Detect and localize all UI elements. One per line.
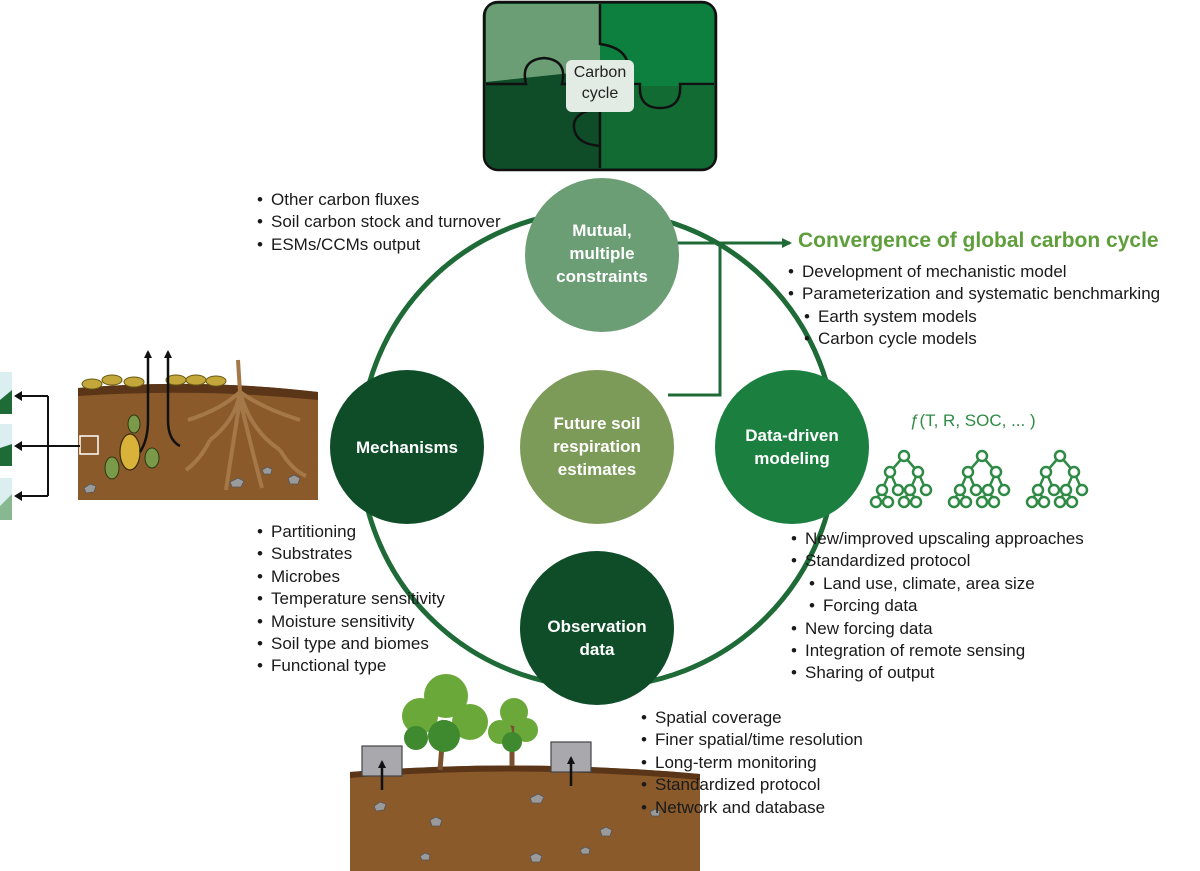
list-item: Finer spatial/time resolution <box>641 729 863 752</box>
connector-line <box>668 241 722 397</box>
list-item: Substrates <box>257 543 445 566</box>
convergence-list: Development of mechanistic model Paramet… <box>788 261 1160 351</box>
node-future <box>520 370 674 524</box>
list-item: Soil type and biomes <box>257 633 445 656</box>
list-item: Moisture sensitivity <box>257 611 445 634</box>
list-item: Earth system models <box>804 306 1160 329</box>
node-mechanisms-label: Mechanisms <box>355 438 459 457</box>
node-observation-label: Observation data <box>547 617 647 659</box>
modeling-list: New/improved upscaling approaches Standa… <box>791 528 1084 685</box>
list-item: Carbon cycle models <box>804 328 1160 351</box>
node-modeling <box>715 370 869 524</box>
node-constraints-label: Mutual, multiple constraints <box>556 221 648 286</box>
list-item: Parameterization and systematic benchmar… <box>788 283 1160 306</box>
model-formula: ƒ(T, R, SOC, ... ) <box>910 411 1036 430</box>
list-item: Standardized protocol <box>641 774 863 797</box>
node-constraints <box>525 178 679 332</box>
list-item: Soil carbon stock and turnover <box>257 211 501 234</box>
list-item: Spatial coverage <box>641 707 863 730</box>
list-item: Land use, climate, area size <box>809 573 1084 596</box>
list-item: Sharing of output <box>791 662 1084 685</box>
puzzle-label: Carbon cycle <box>566 60 634 112</box>
list-item: Other carbon fluxes <box>257 189 501 212</box>
node-observation <box>520 551 674 705</box>
soil-root-illustration <box>0 350 318 520</box>
list-item: Long-term monitoring <box>641 752 863 775</box>
forest-soil-illustration <box>350 674 700 871</box>
list-item: New forcing data <box>791 618 1084 641</box>
node-mechanisms <box>330 370 484 524</box>
mechanisms-list: Partitioning Substrates Microbes Tempera… <box>257 521 445 678</box>
convergence-title: Convergence of global carbon cycle <box>798 229 1159 252</box>
node-future-label: Future soil respiration estimates <box>553 414 641 479</box>
node-modeling-label: Data-driven modeling <box>745 426 839 468</box>
list-item: ESMs/CCMs output <box>257 234 501 257</box>
list-item: Partitioning <box>257 521 445 544</box>
decision-trees-icon <box>869 449 1089 509</box>
list-item: Functional type <box>257 655 445 678</box>
observation-list: Spatial coverage Finer spatial/time reso… <box>641 707 863 819</box>
list-item: Microbes <box>257 566 445 589</box>
list-item: Network and database <box>641 797 863 820</box>
constraints-list: Other carbon fluxes Soil carbon stock an… <box>257 189 501 257</box>
list-item: New/improved upscaling approaches <box>791 528 1084 551</box>
list-item: Integration of remote sensing <box>791 640 1084 663</box>
list-item: Standardized protocol <box>791 550 1084 573</box>
list-item: Temperature sensitivity <box>257 588 445 611</box>
list-item: Forcing data <box>809 595 1084 618</box>
list-item: Development of mechanistic model <box>788 261 1160 284</box>
